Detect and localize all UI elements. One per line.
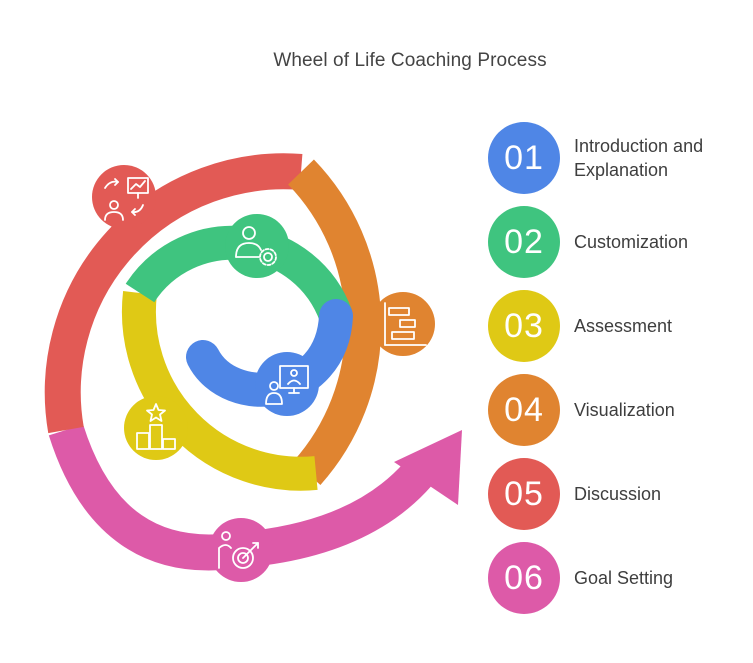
legend-item-02: 02 Customization bbox=[488, 206, 753, 278]
goal-setting-arrowhead bbox=[394, 430, 462, 505]
step-label: Discussion bbox=[574, 484, 662, 504]
person-target-icon bbox=[209, 518, 273, 582]
legend-item-03: 03 Assessment bbox=[488, 290, 753, 362]
legend-item-04: 04 Visualization bbox=[488, 374, 753, 446]
step-number-badge: 06 bbox=[488, 542, 560, 614]
step-number-badge: 01 bbox=[488, 122, 560, 194]
podium-star-icon bbox=[124, 396, 188, 460]
step-label: Goal Setting bbox=[574, 568, 674, 588]
gantt-chart-icon bbox=[371, 292, 435, 356]
step-number-badge: 03 bbox=[488, 290, 560, 362]
presentation-person-icon bbox=[255, 352, 319, 416]
segment-visualization bbox=[287, 159, 382, 485]
step-number-badge: 05 bbox=[488, 458, 560, 530]
step-number-badge: 04 bbox=[488, 374, 560, 446]
step-label: Customization bbox=[574, 232, 689, 252]
person-gear-icon bbox=[225, 214, 289, 278]
step-label: Introduction and Explanation bbox=[574, 136, 704, 180]
legend-item-01: 01 Introduction and Explanation bbox=[488, 122, 753, 194]
step-number-badge: 02 bbox=[488, 206, 560, 278]
step-label: Visualization bbox=[574, 400, 675, 420]
legend-item-05: 05 Discussion bbox=[488, 458, 753, 530]
step-label: Assessment bbox=[574, 316, 673, 336]
legend-item-06: 06 Goal Setting bbox=[488, 542, 753, 614]
discussion-chart-icon bbox=[92, 165, 156, 229]
segment-discussion bbox=[44, 153, 303, 434]
diagram-title: Wheel of Life Coaching Process bbox=[273, 50, 547, 71]
